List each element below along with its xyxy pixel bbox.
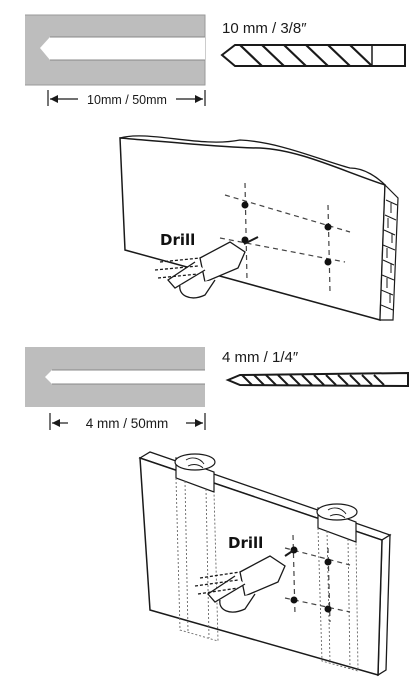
- bit-size-label-1: 10 mm / 3/8″: [222, 20, 307, 37]
- hand-drill-icon-2: [194, 549, 295, 613]
- wood-drill-bit-icon: [225, 371, 409, 388]
- hole-cross-section-4mm: [25, 347, 206, 430]
- drill-label-1: Drill: [160, 231, 195, 249]
- bit-size-label-2: 4 mm / 1/4″: [222, 349, 299, 366]
- hole-dimension-label-2: 4 mm / 50mm: [86, 416, 169, 431]
- hidden-studs: [175, 477, 359, 672]
- hole-dimension-label-1: 10mm / 50mm: [87, 93, 167, 107]
- drill-label-2: Drill: [228, 534, 263, 552]
- hand-drill-icon: [154, 236, 259, 299]
- hole-cross-section-10mm: [25, 14, 206, 106]
- masonry-drill-bit-icon: [220, 44, 406, 67]
- masonry-wall: [119, 135, 399, 321]
